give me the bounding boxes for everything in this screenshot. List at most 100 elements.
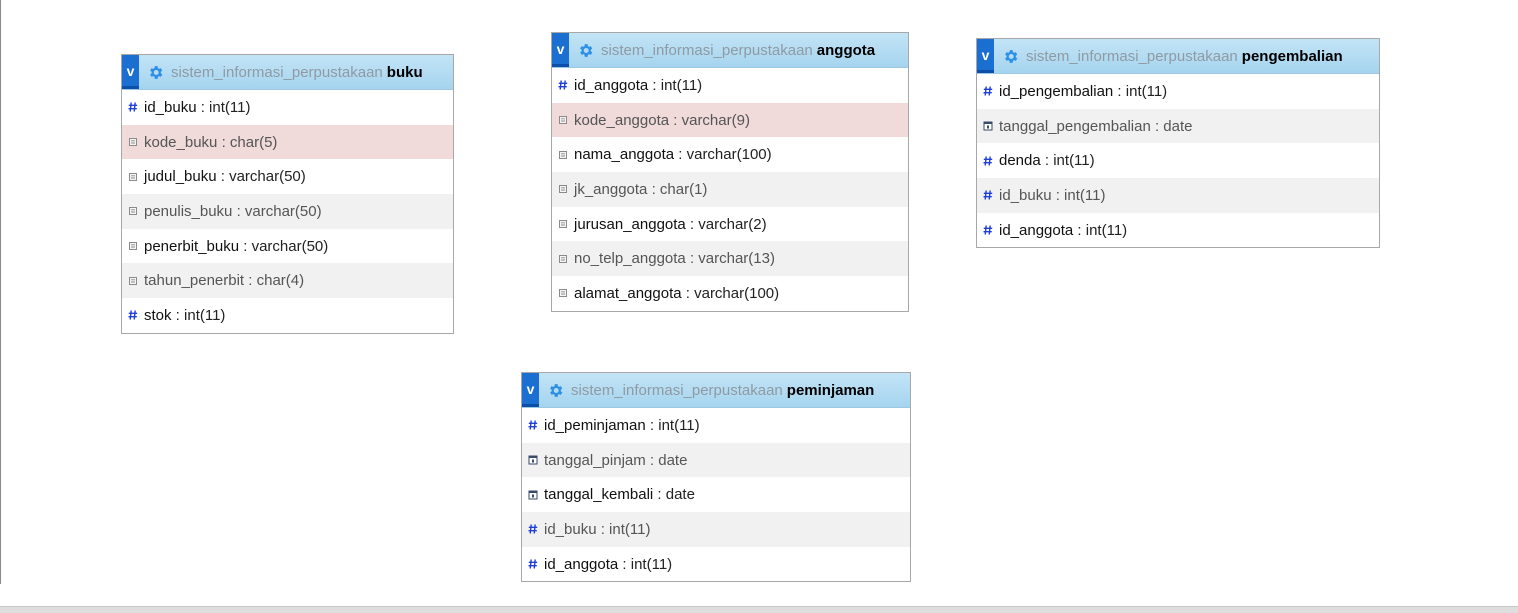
- column-type: : int(11): [1073, 221, 1128, 239]
- field-icon: [558, 287, 568, 299]
- hash-icon: [128, 101, 138, 113]
- collapse-toggle-icon[interactable]: v: [522, 373, 539, 407]
- field-icon: [128, 205, 138, 217]
- field-icon: [558, 253, 568, 265]
- bottom-scrollbar[interactable]: [0, 606, 1518, 613]
- column-row-tahun_penerbit[interactable]: tahun_penerbit : char(4): [122, 263, 453, 299]
- column-name: id_pengembalian: [999, 82, 1114, 100]
- column-row-alamat_anggota[interactable]: alamat_anggota : varchar(100): [552, 276, 908, 311]
- column-type: : date: [653, 486, 695, 504]
- column-row-jurusan_anggota[interactable]: jurusan_anggota : varchar(2): [552, 207, 908, 242]
- column-row-penerbit_buku[interactable]: penerbit_buku : varchar(50): [122, 229, 453, 264]
- column-name: kode_buku: [144, 133, 218, 151]
- database-name: sistem_informasi_perpustakaan: [171, 63, 383, 81]
- field-icon: [128, 136, 138, 148]
- left-border: [0, 0, 1, 584]
- column-name: id_buku: [144, 98, 197, 116]
- column-type: : date: [1150, 117, 1193, 135]
- table-name: peminjaman: [786, 381, 875, 399]
- column-row-id_anggota[interactable]: id_anggota : int(11): [522, 547, 910, 582]
- hash-icon: [983, 85, 993, 97]
- column-type: : varchar(13): [685, 250, 775, 268]
- column-row-id_anggota[interactable]: id_anggota : int(11): [977, 213, 1379, 248]
- database-name: sistem_informasi_perpustakaan: [1026, 47, 1238, 65]
- column-name: tanggal_pinjam: [544, 451, 646, 469]
- column-name: no_telp_anggota: [574, 250, 686, 268]
- column-row-nama_anggota[interactable]: nama_anggota : varchar(100): [552, 137, 908, 172]
- column-name: tanggal_kembali: [544, 486, 654, 504]
- hash-icon: [528, 558, 538, 570]
- column-name: id_anggota: [544, 555, 619, 573]
- column-row-tanggal_kembali[interactable]: tanggal_kembali : date: [522, 477, 910, 512]
- column-row-id_pengembalian[interactable]: id_pengembalian : int(11): [977, 74, 1379, 109]
- table-name: pengembalian: [1241, 47, 1343, 65]
- column-type: : int(11): [645, 416, 700, 434]
- column-name: id_buku: [544, 520, 597, 538]
- column-type: : int(11): [648, 76, 703, 94]
- column-type: : int(11): [1040, 152, 1095, 170]
- column-name: tanggal_pengembalian: [999, 117, 1151, 135]
- column-row-id_buku[interactable]: id_buku : int(11): [977, 178, 1379, 213]
- field-icon: [558, 149, 568, 161]
- collapse-toggle-icon[interactable]: v: [552, 33, 569, 67]
- column-name: judul_buku: [144, 168, 217, 186]
- gear-icon[interactable]: [546, 381, 564, 399]
- column-type: : varchar(100): [674, 146, 772, 164]
- date-icon: [528, 454, 538, 466]
- field-icon: [128, 240, 138, 252]
- gear-icon[interactable]: [1001, 47, 1019, 65]
- column-type: : char(1): [647, 180, 708, 198]
- column-type: : char(4): [244, 272, 305, 290]
- column-row-tanggal_pengembalian[interactable]: tanggal_pengembalian : date: [977, 108, 1379, 144]
- column-name: jurusan_anggota: [574, 215, 686, 233]
- date-icon: [528, 489, 538, 501]
- table-name: buku: [386, 63, 423, 81]
- column-row-id_buku[interactable]: id_buku : int(11): [522, 512, 910, 547]
- column-row-stok[interactable]: stok : int(11): [122, 298, 453, 333]
- column-name: nama_anggota: [574, 146, 675, 164]
- hash-icon: [528, 523, 538, 535]
- column-row-id_buku[interactable]: id_buku : int(11): [122, 90, 453, 125]
- column-type: : int(11): [618, 555, 673, 573]
- column-row-tanggal_pinjam[interactable]: tanggal_pinjam : date: [522, 442, 910, 478]
- column-name: alamat_anggota: [574, 284, 682, 302]
- column-row-denda[interactable]: denda : int(11): [977, 143, 1379, 178]
- column-row-penulis_buku[interactable]: penulis_buku : varchar(50): [122, 194, 453, 229]
- gear-icon[interactable]: [146, 63, 164, 81]
- column-row-kode_anggota[interactable]: kode_anggota : varchar(9): [552, 102, 908, 138]
- column-row-judul_buku[interactable]: judul_buku : varchar(50): [122, 159, 453, 194]
- column-row-kode_buku[interactable]: kode_buku : char(5): [122, 124, 453, 160]
- hash-icon: [983, 189, 993, 201]
- column-type: : varchar(50): [232, 202, 322, 220]
- hash-icon: [528, 419, 538, 431]
- column-name: tahun_penerbit: [144, 272, 245, 290]
- column-type: : date: [645, 451, 688, 469]
- table-name: anggota: [816, 41, 876, 59]
- hash-icon: [983, 155, 993, 167]
- gear-icon[interactable]: [576, 41, 594, 59]
- column-type: : int(11): [596, 520, 651, 538]
- database-name: sistem_informasi_perpustakaan: [571, 381, 783, 399]
- column-name: id_anggota: [999, 221, 1074, 239]
- column-name: id_peminjaman: [544, 416, 646, 434]
- column-name: id_anggota: [574, 76, 649, 94]
- column-row-no_telp_anggota[interactable]: no_telp_anggota : varchar(13): [552, 241, 908, 277]
- collapse-toggle-icon[interactable]: v: [122, 55, 139, 89]
- column-name: jk_anggota: [574, 180, 648, 198]
- field-icon: [128, 171, 138, 183]
- column-name: penerbit_buku: [144, 237, 240, 255]
- column-row-jk_anggota[interactable]: jk_anggota : char(1): [552, 172, 908, 207]
- column-row-id_peminjaman[interactable]: id_peminjaman : int(11): [522, 408, 910, 443]
- column-name: penulis_buku: [144, 202, 233, 220]
- column-row-id_anggota[interactable]: id_anggota : int(11): [552, 68, 908, 103]
- collapse-toggle-icon[interactable]: v: [977, 39, 994, 73]
